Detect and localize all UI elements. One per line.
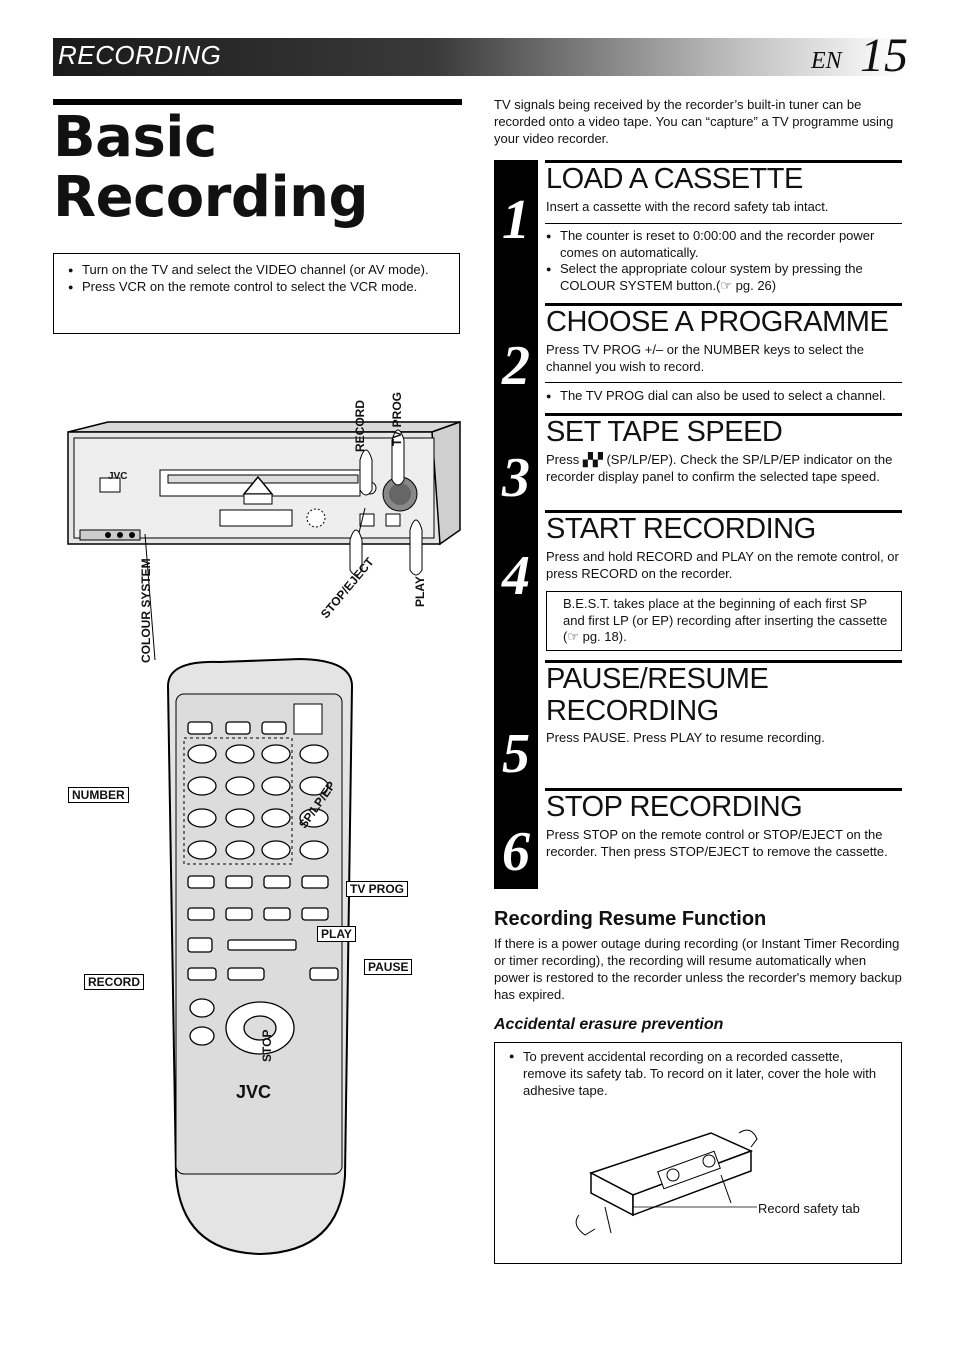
step-number-column [494, 160, 538, 889]
language-tag: EN [811, 48, 842, 74]
vcr-tv-prog-label: TV PROG [390, 391, 404, 446]
step-text: Press PAUSE. Press PLAY to resume record… [546, 730, 825, 745]
step-rule [545, 788, 902, 791]
section-header-bar [53, 38, 902, 76]
step-text: Press ▞▞ (SP/LP/EP). Check the SP/LP/EP … [546, 452, 893, 484]
step-note: The TV PROG dial can also be used to sel… [546, 388, 902, 405]
step-number: 6 [502, 821, 530, 883]
step-divider [545, 382, 902, 383]
step-notes: The TV PROG dial can also be used to sel… [546, 388, 902, 405]
resume-text: If there is a power outage during record… [494, 936, 902, 1002]
step-note: Select the appropriate colour system by … [546, 261, 902, 294]
page-title: Basic Recording [53, 105, 369, 230]
step-heading: PAUSE/RESUME RECORDING [546, 663, 769, 727]
step-heading: START RECORDING [546, 513, 816, 545]
step-number: 2 [502, 335, 530, 397]
step-heading: CHOOSE A PROGRAMME [546, 306, 889, 338]
prerequisite-item: Press VCR on the remote control to selec… [68, 279, 449, 296]
prerequisites-box: Turn on the TV and select the VIDEO chan… [53, 253, 460, 334]
step-divider [545, 223, 902, 224]
erasure-heading: Accidental erasure prevention [494, 1016, 724, 1033]
step-text: Press TV PROG +/– or the NUMBER keys to … [546, 342, 865, 374]
step-heading: STOP RECORDING [546, 791, 803, 823]
page-number: 15 [860, 29, 908, 82]
remote-brand-label: JVC [236, 1082, 272, 1102]
step-note: The counter is reset to 0:00:00 and the … [546, 228, 902, 261]
safety-tab-callout: Record safety tab [758, 1201, 860, 1216]
step-heading: SET TAPE SPEED [546, 416, 783, 448]
remote-record-label: RECORD [84, 974, 145, 990]
section-title: RECORDING [58, 40, 222, 70]
remote-number-label: NUMBER [68, 787, 129, 803]
step-number: 3 [502, 447, 530, 509]
vcr-colour-system-label: COLOUR SYSTEM [139, 558, 153, 663]
cassette-illustration [575, 1129, 758, 1236]
remote-illustration [166, 657, 354, 1256]
step-text: Press and hold RECORD and PLAY on the re… [546, 549, 899, 581]
step-rule [545, 303, 902, 306]
step-rule [545, 510, 902, 513]
erasure-box: To prevent accidental recording on a rec… [494, 1042, 902, 1264]
step-heading: LOAD A CASSETTE [546, 163, 803, 195]
remote-play-label: PLAY [317, 926, 356, 942]
step-rule [545, 413, 902, 416]
vcr-play-label: PLAY [413, 576, 427, 607]
best-note-box: B.E.S.T. takes place at the beginning of… [546, 591, 902, 651]
step-number: 5 [502, 723, 530, 785]
step-text: Insert a cassette with the record safety… [546, 199, 829, 214]
step-text: Press STOP on the remote control or STOP… [546, 827, 888, 859]
remote-pause-label: PAUSE [364, 959, 413, 975]
remote-stop-label: STOP [260, 1029, 274, 1062]
step-notes: The counter is reset to 0:00:00 and the … [546, 228, 902, 294]
step-number: 4 [502, 545, 530, 607]
vcr-brand-label: JVC [108, 471, 128, 482]
vcr-record-label: RECORD [353, 399, 367, 452]
resume-heading: Recording Resume Function [494, 908, 767, 930]
erasure-note: To prevent accidental recording on a rec… [509, 1048, 887, 1099]
step-rule [545, 160, 902, 163]
vcr-illustration [67, 420, 461, 661]
step-rule [545, 660, 902, 663]
intro-paragraph: TV signals being received by the recorde… [494, 97, 894, 146]
remote-tv-prog-label: TV PROG [346, 881, 409, 897]
title-rule [53, 99, 462, 105]
prerequisite-item: Turn on the TV and select the VIDEO chan… [68, 262, 449, 279]
step-number: 1 [502, 189, 530, 251]
